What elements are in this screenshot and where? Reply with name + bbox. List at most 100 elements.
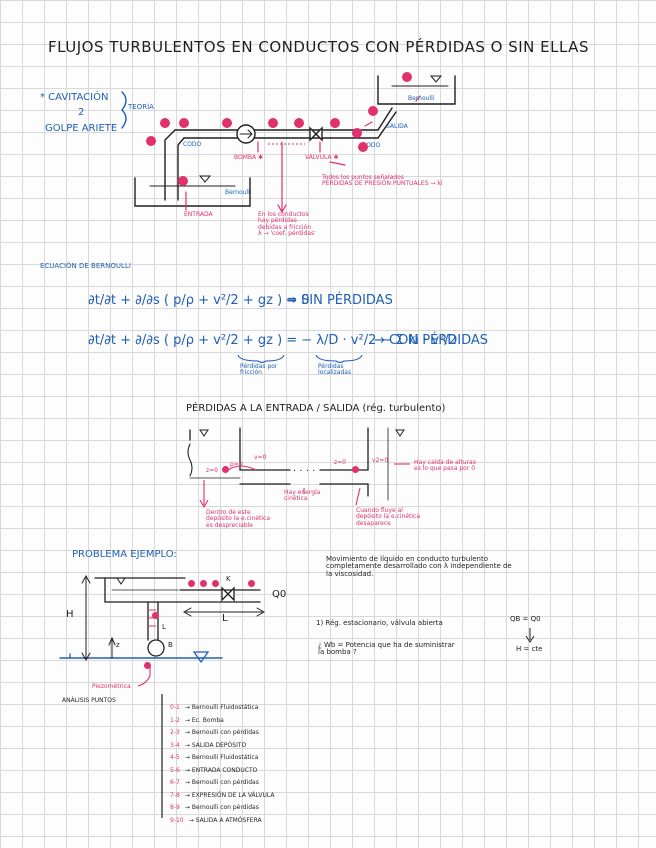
point-marker	[160, 118, 170, 128]
label-H: H	[66, 609, 74, 620]
range: 2-3	[170, 729, 180, 736]
two-label: 2	[78, 107, 85, 118]
bernoulli-eq-losses: ∂t/∂t + ∂/∂s ( p/ρ + v²/2 + gz ) = − λ/D…	[88, 333, 457, 348]
point-marker	[248, 580, 255, 587]
point-marker	[368, 106, 378, 116]
pump-power-question: ¿ Wb = Potencia que ha de suministrar la…	[318, 641, 455, 657]
desc: → ENTRADA CONDUCTO	[184, 766, 258, 774]
flow-equality: QB = Q0	[510, 615, 541, 623]
point-marker	[178, 176, 188, 186]
analysis-row: 5-6 → ENTRADA CONDUCTO	[170, 757, 274, 774]
points-note: Todos los puntos señalados PÉRDIDAS DE P…	[322, 174, 443, 188]
point-marker	[294, 118, 304, 128]
desc: → Bernoulli Fluidostática	[184, 754, 259, 761]
range: 1-2	[170, 716, 180, 724]
problem-heading: PROBLEMA EJEMPLO:	[72, 549, 177, 560]
valve-shape	[309, 126, 323, 142]
range: 3-4	[170, 741, 180, 749]
bernoulli-upper-label: Bernoulli	[408, 95, 435, 102]
desc: → Bernoulli Fluidostática	[184, 704, 259, 711]
ellipsis: . . . .	[293, 463, 316, 474]
friction-note: En los conductos hay pérdidas debidas a …	[258, 211, 316, 237]
desc: → SALIDA DEPÓSITO	[184, 741, 247, 749]
friction-arrow	[277, 141, 287, 214]
codo-right-label: CODO	[362, 142, 381, 149]
range: 0-1	[170, 704, 180, 711]
salida-label: SALIDA	[386, 123, 408, 130]
label-Lb: L	[162, 623, 166, 631]
page-title: FLUJOS TURBULENTOS EN CONDUCTOS CON PÉRD…	[48, 38, 589, 56]
analysis-row: 7-8 → EXPRESIÓN DE LA VÁLVULA	[170, 782, 274, 799]
point-marker	[200, 580, 207, 587]
piezo-arrow	[137, 666, 151, 687]
range: 8-9	[170, 804, 180, 811]
bernoulli-lower-label: Bernoulli	[225, 189, 252, 196]
problem-description: Movimiento de líquido en conducto turbul…	[326, 555, 512, 578]
desc: → Bernoulli con pérdidas	[184, 729, 259, 736]
cavitacion-label: * CAVITACIÓN	[40, 92, 109, 103]
exit-v0: v2=0	[372, 457, 389, 464]
range: 5-6	[170, 766, 180, 774]
golpe-ariete-label: GOLPE ARIETE	[45, 123, 118, 134]
range: 9-10	[170, 816, 184, 824]
point-marker	[222, 118, 232, 128]
range: 6-7	[170, 779, 180, 786]
bomba-label: BOMBA ✱	[234, 154, 264, 161]
desc: → Bernoulli con pérdidas	[184, 804, 259, 811]
localized-losses-label: Pérdidas localizadas	[318, 363, 352, 377]
point-marker	[188, 580, 195, 587]
point-marker	[268, 118, 278, 128]
point-marker	[222, 466, 229, 473]
range: 4-5	[170, 754, 180, 761]
point-marker	[144, 662, 151, 669]
exit-z0: z=0	[334, 459, 346, 466]
analysis-row: 6-7 → Bernoulli con pérdidas	[170, 769, 274, 786]
analysis-row: 8-9 → Bernoulli con pérdidas	[170, 794, 274, 811]
entrada-label: ENTRADA	[184, 211, 213, 218]
height-constant: H = cte	[516, 645, 543, 653]
point-marker	[212, 580, 219, 587]
entry-v0: v=0	[254, 454, 267, 461]
analysis-row: 9-10 → SALIDA A ATMÓSFERA	[170, 807, 274, 824]
brace-localizadas	[315, 354, 363, 364]
analysis-row: 0-1 → Bernoulli Fluidostática	[170, 694, 274, 711]
desc: → SALIDA A ATMÓSFERA	[188, 816, 262, 824]
entry-note: Dentro de este depósito la e.cinética es…	[206, 509, 271, 529]
bernoulli-losses-result: → CON PÉRDIDAS	[374, 333, 489, 348]
valvula-label: VÁLVULA ✱	[305, 154, 339, 161]
desc: → Bernoulli con pérdidas	[184, 779, 259, 786]
point-marker	[330, 118, 340, 128]
desc: → Ec. Bomba	[184, 716, 224, 724]
entry-z0: z=0	[206, 467, 218, 474]
pipe-left-up	[164, 129, 176, 201]
lower-tank	[134, 177, 251, 207]
brace-friccion	[237, 354, 285, 364]
label-Q0: Q0	[272, 589, 287, 600]
point-marker	[358, 142, 368, 152]
label-B: B	[168, 641, 173, 649]
label-z: z	[116, 641, 120, 649]
label-K: K	[226, 575, 231, 583]
analysis-row: 3-4 → SALIDA DEPÓSITO	[170, 732, 274, 749]
bernoulli-no-losses-result: → SIN PÉRDIDAS	[286, 293, 393, 308]
upper-tank	[377, 75, 456, 105]
losses-heading: PÉRDIDAS A LA ENTRADA / SALIDA (rég. tur…	[186, 403, 446, 414]
point-marker	[179, 118, 189, 128]
point-marker	[402, 72, 412, 82]
point-marker	[352, 466, 359, 473]
exit-tank	[319, 427, 369, 471]
piezometric-label: Piezométrica	[92, 683, 131, 690]
bernoulli-heading: ECUACIÓN DE BERNOULLI	[40, 262, 131, 270]
bernoulli-eq-no-losses: ∂t/∂t + ∂/∂s ( p/ρ + v²/2 + gz ) = 0	[88, 293, 310, 308]
range: 7-8	[170, 791, 180, 799]
point-marker	[152, 612, 159, 619]
label-L: L	[222, 613, 228, 624]
point-marker	[352, 128, 362, 138]
exit-drop-note: Hay caída de alturas es lo que pasa por …	[414, 459, 476, 473]
exit-note: Cuando fluye al depósito la e.cinética d…	[356, 507, 421, 527]
analysis-row: 2-3 → Bernoulli con pérdidas	[170, 719, 274, 736]
point-marker	[146, 136, 156, 146]
analysis-row: 1-2 → Ec. Bomba	[170, 707, 274, 724]
entry-tank	[239, 427, 291, 471]
problem-item-1: 1) Rég. estacionario, válvula abierta	[316, 619, 443, 627]
